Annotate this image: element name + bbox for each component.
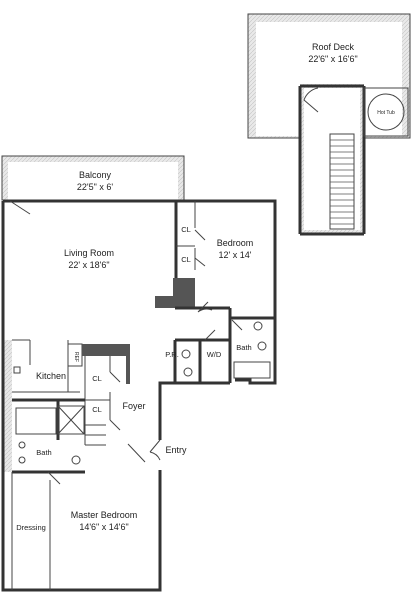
balcony-label: Balcony [79, 170, 112, 180]
living-room-label: Living Room [64, 248, 114, 258]
roof-deck-label: Roof Deck [312, 42, 355, 52]
roof-deck-dims: 22'6" x 16'6" [308, 54, 357, 64]
door-swing-icon [303, 87, 319, 113]
living-room-dims: 22' x 18'6" [68, 260, 109, 270]
sink-icon [18, 456, 26, 464]
stair-icon [329, 133, 355, 230]
toilet-icon [181, 349, 191, 359]
column [173, 278, 195, 308]
closet-label: CL [92, 405, 102, 414]
closet-label: CL [181, 255, 191, 264]
stair-treads [330, 139, 354, 225]
tub-icon [233, 361, 271, 379]
tub-icon [15, 407, 57, 435]
master-bedroom-dims: 14'6" x 14'6" [79, 522, 128, 532]
stove-icon [13, 366, 21, 374]
closet-label: CL [181, 225, 191, 234]
bath-label: Bath [36, 448, 51, 457]
sink-icon [257, 341, 267, 351]
toilet-icon [253, 321, 263, 331]
laundry-label: W/D [207, 350, 222, 359]
balcony [1, 155, 185, 201]
bedroom-dims: 12' x 14' [219, 250, 252, 260]
foyer-wall [82, 344, 126, 356]
sink-icon [183, 367, 193, 377]
hot-tub-icon [367, 93, 405, 131]
dressing-label: Dressing [16, 523, 46, 532]
bedroom-label: Bedroom [217, 238, 254, 248]
shower-icon [57, 405, 85, 435]
foyer-label: Foyer [122, 401, 145, 411]
refrigerator-label: REF [73, 352, 79, 362]
bath-label: Bath [236, 343, 251, 352]
toilet-icon [71, 455, 81, 465]
roof-deck [247, 13, 411, 236]
powder-room-label: P.R. [165, 350, 179, 359]
hot-tub-frame [363, 87, 409, 137]
hot-tub-label: Hot Tub [377, 110, 395, 116]
kitchen-label: Kitchen [36, 371, 66, 381]
sink-icon [18, 441, 26, 449]
balcony-dims: 22'5" x 6' [77, 182, 113, 192]
entry-door-icon [149, 439, 161, 461]
closet-label: CL [92, 374, 102, 383]
main-unit [1, 199, 277, 592]
door-swing-icon [197, 301, 213, 313]
entry-label: Entry [165, 445, 187, 455]
master-bedroom-label: Master Bedroom [71, 510, 138, 520]
